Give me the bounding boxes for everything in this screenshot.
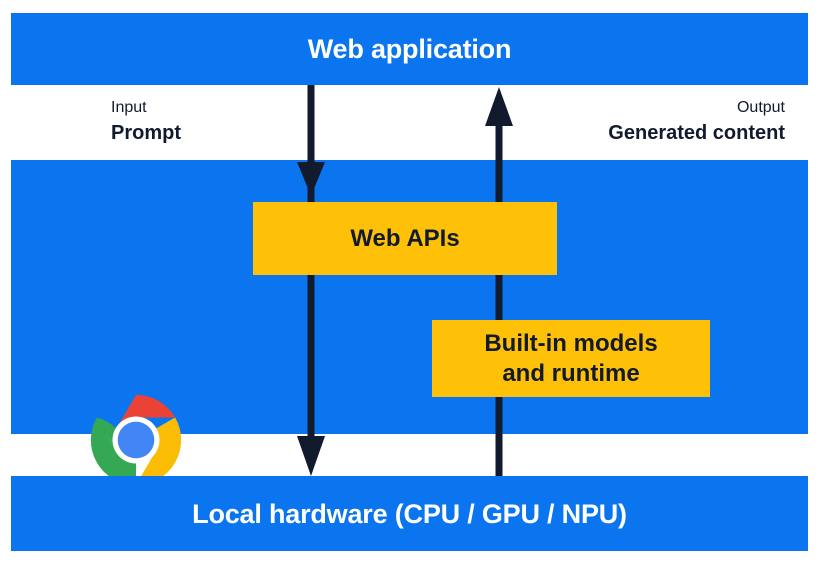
box-built-in-models-label-line1: Built-in models (484, 330, 658, 358)
flow-output-value: Generated content (608, 122, 785, 144)
flow-input-kicker: Input (111, 99, 147, 116)
band-local-hardware-label: Local hardware (CPU / GPU / NPU) (192, 499, 627, 529)
box-built-in-models: Built-in models and runtime (432, 320, 710, 397)
flow-output-kicker: Output (736, 99, 785, 116)
band-browser: Browser Web APIs Built-in models and run… (11, 160, 808, 525)
flow-label-output: Output Generated content (608, 99, 785, 144)
band-local-hardware: Local hardware (CPU / GPU / NPU) (11, 476, 808, 551)
flow-label-input: Input Prompt (111, 99, 181, 144)
box-web-apis-label: Web APIs (350, 224, 460, 252)
band-web-application-label: Web application (307, 34, 512, 64)
box-web-apis: Web APIs (253, 202, 557, 275)
box-built-in-models-label: Built-in models and runtime (484, 329, 657, 388)
chrome-logo (89, 393, 183, 487)
box-built-in-models-label-line2: and runtime (502, 359, 640, 387)
band-web-application: Web application (11, 13, 808, 85)
flow-input-value: Prompt (111, 122, 181, 144)
